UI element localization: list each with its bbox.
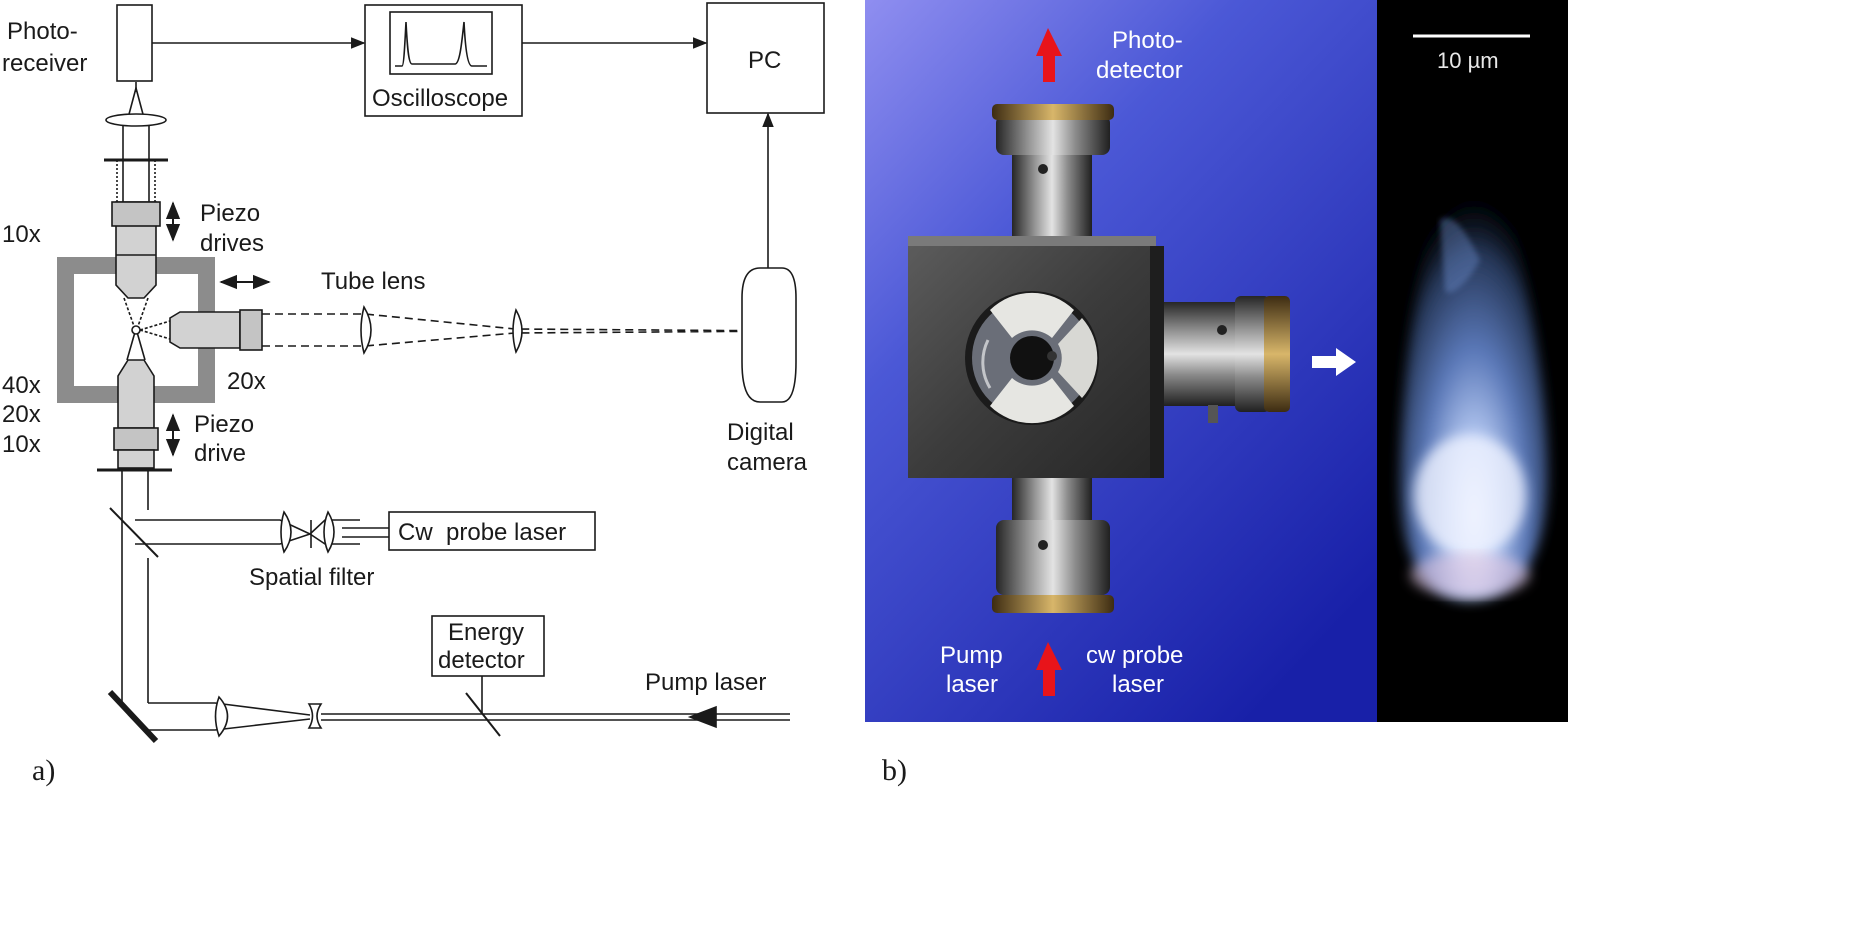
energy-detector-label-1: Energy	[448, 619, 524, 646]
pump-laser-label: Pump laser	[645, 669, 766, 696]
spatial-filter-lens-1	[280, 510, 292, 554]
objective-bottom-label-1: 40x	[2, 372, 41, 399]
oscilloscope-trace	[395, 21, 487, 67]
photoreceiver-label-2: receiver	[2, 50, 87, 77]
objective-bottom-label-2: 20x	[2, 401, 41, 428]
beam-splitter	[109, 507, 159, 558]
probe-laser-label: Cw probe laser	[398, 519, 566, 546]
pump-direction-arrow	[687, 705, 717, 729]
piezo-top-label-1: Piezo	[200, 200, 260, 227]
probe-laser-box	[388, 511, 596, 551]
objective-side-label: 20x	[227, 368, 266, 395]
digital-camera	[741, 267, 797, 403]
pump-arrow	[1036, 642, 1062, 696]
pump-label-2: laser	[946, 671, 998, 698]
sample-chamber	[57, 257, 215, 403]
piezo-bottom-label-1: Piezo	[194, 411, 254, 438]
cw-probe-label-2: laser	[1112, 671, 1164, 698]
top-beam-cone	[127, 84, 145, 119]
setup-schematic	[57, 2, 825, 744]
photoreceiver-label-1: Photo-	[7, 18, 78, 45]
camera-label-2: camera	[727, 449, 808, 476]
tube-lens-label: Tube lens	[321, 268, 426, 295]
pump-label-1: Pump	[940, 642, 1003, 669]
pc-label: PC	[748, 47, 781, 74]
camera-label-1: Digital	[727, 419, 794, 446]
collection-lens	[105, 113, 167, 127]
apparatus-photo: Photo- detector Pump laser cw probe lase…	[865, 0, 1377, 722]
energy-detector-label-2: detector	[438, 647, 525, 674]
oscilloscope-label: Oscilloscope	[372, 85, 508, 112]
piezo-top-label-2: drives	[200, 230, 264, 257]
scale-bar-label: 10 µm	[1437, 48, 1499, 73]
trapped-particle	[131, 325, 141, 335]
spatial-filter-lens-2	[323, 510, 335, 554]
pump-sampler	[465, 692, 501, 737]
piezo-bottom-label-2: drive	[194, 440, 246, 467]
photodetector-label-2: detector	[1096, 57, 1183, 84]
schematic-labels: Photo- receiver Oscilloscope PC 10x Piez…	[2, 18, 808, 787]
tube-lens-1	[360, 304, 372, 356]
energy-detector-box	[431, 615, 545, 677]
pump-lens	[214, 695, 229, 738]
side-tube	[1155, 302, 1250, 406]
objective-bottom	[117, 359, 155, 429]
photodetector-label-1: Photo-	[1112, 27, 1183, 54]
plume-image: 10 µm	[1377, 0, 1568, 722]
tube-lens-2	[512, 307, 523, 355]
imaging-direction-arrow	[1312, 348, 1356, 376]
imaging-beam	[262, 313, 796, 347]
turning-mirror	[107, 689, 159, 744]
spatial-filter-label: Spatial filter	[249, 564, 374, 591]
objective-top-label: 10x	[2, 221, 41, 248]
photodetector-arrow	[1036, 28, 1062, 82]
objective-side	[169, 311, 241, 349]
pump-diverging-lens	[307, 703, 323, 729]
objective-bottom-label-3: 10x	[2, 431, 41, 458]
panel-b-label: b)	[882, 754, 907, 787]
photoreceiver-box	[116, 4, 153, 82]
cw-probe-label-1: cw probe	[1086, 642, 1183, 669]
panel-a-label: a)	[32, 754, 55, 787]
